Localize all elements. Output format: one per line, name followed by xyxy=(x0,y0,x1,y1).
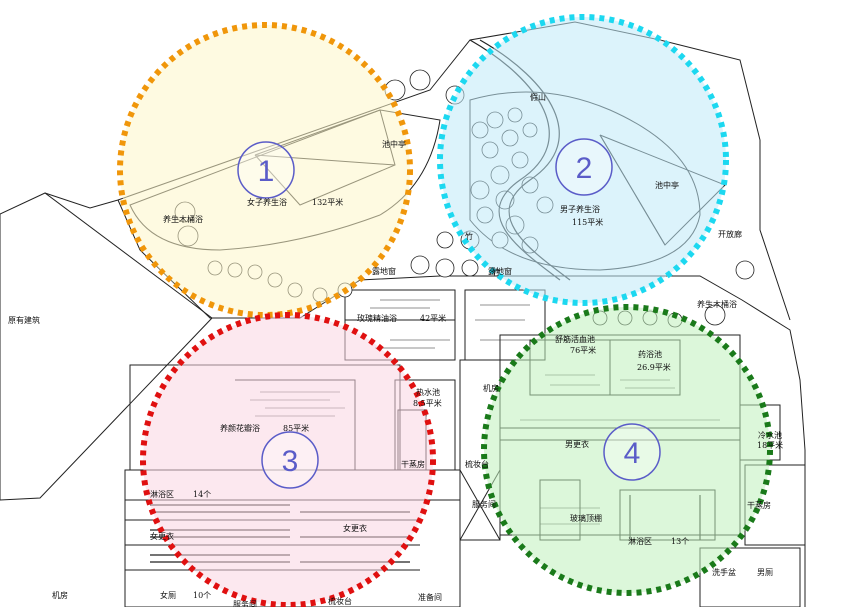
label-prep-room: 准备间 xyxy=(418,592,442,602)
label-glass-roof: 玻璃顶棚 xyxy=(570,513,602,523)
label-shower-count-1: 14个 xyxy=(193,490,211,499)
zone-1-border xyxy=(117,22,413,318)
label-muscle-pool-area: 76平米 xyxy=(570,345,596,355)
label-hot-water-area: 8.5平米 xyxy=(413,398,442,408)
label-shower-count-2: 13个 xyxy=(671,537,689,546)
zone-1-circle xyxy=(120,25,410,315)
zone-4-border xyxy=(481,304,773,596)
label-wash-basin: 洗手盆 xyxy=(712,567,736,577)
zone-2-circle xyxy=(440,17,726,303)
label-mens-toilet: 男厕 xyxy=(757,568,773,577)
label-shower-area-1: 淋浴区 xyxy=(150,489,174,499)
zone-3-border xyxy=(140,312,436,607)
label-mens-bath: 男子养生浴 xyxy=(560,204,600,214)
label-pool-pavilion-1: 池中亭 xyxy=(382,139,406,149)
label-mens-locker: 男更衣 xyxy=(565,439,589,449)
label-wood-bath-1: 养生木桶浴 xyxy=(163,214,203,224)
label-open-corridor: 开放廊 xyxy=(718,229,742,239)
label-service-room: 服务间 xyxy=(233,599,257,607)
label-terrace-2: 露地窗 xyxy=(488,266,512,276)
label-cold-pool-area: 18平米 xyxy=(757,440,783,450)
label-womens-toilet: 女厕 xyxy=(160,590,176,600)
label-bamboo-2: 竹 xyxy=(492,267,500,277)
label-herbal-pool: 药浴池 xyxy=(638,349,662,359)
zone-markers: 1 2 3 4 xyxy=(237,138,661,489)
zone-1-marker-ring xyxy=(237,141,295,199)
label-cold-pool: 冷水池 xyxy=(758,430,782,440)
zone-4-marker-ring xyxy=(603,423,661,481)
label-womens-bath: 女子养生浴 xyxy=(247,197,287,207)
label-shower-area-2: 淋浴区 xyxy=(628,536,652,546)
label-womens-locker-2: 女更衣 xyxy=(150,531,174,541)
zone-overlays xyxy=(117,14,773,607)
label-reception-1: 梳妆台 xyxy=(465,459,489,469)
zone-3-marker-ring xyxy=(261,431,319,489)
label-womens-locker: 女更衣 xyxy=(343,523,367,533)
label-existing-building: 原有建筑 xyxy=(8,315,40,325)
label-terrace-1: 露地窗 xyxy=(372,266,396,276)
label-bamboo-1: 竹 xyxy=(465,231,473,241)
label-hot-water-pool: 热水池 xyxy=(416,387,440,397)
label-mens-bath-area: 115平米 xyxy=(572,217,603,227)
label-womens-bath-area: 132平米 xyxy=(312,197,343,207)
label-flower-bath-area: 85平米 xyxy=(283,423,309,433)
label-machine-room-2: 机房 xyxy=(52,590,68,600)
label-dressing-table: 梳妆台 xyxy=(328,596,352,606)
label-sauna-2: 干蒸房 xyxy=(747,500,771,510)
zone-2-marker-ring xyxy=(555,138,613,196)
label-sauna-1: 干蒸房 xyxy=(401,459,425,469)
zone-1-marker: 1 xyxy=(258,155,275,188)
zone-4-circle xyxy=(484,307,770,593)
label-wood-bath-2: 养生木桶浴 xyxy=(697,299,737,309)
label-pool-pavilion-2: 池中亭 xyxy=(655,180,679,190)
zone-2-marker: 2 xyxy=(576,152,593,185)
label-muscle-pool: 舒筋活血池 xyxy=(555,334,595,344)
room-labels: 原有建筑 池中亭 养生木桶浴 女子养生浴 132平米 假山 池中亭 男子养生浴 … xyxy=(8,92,783,607)
label-flower-bath: 养颜花瓣浴 xyxy=(220,423,260,433)
label-machine-room-1: 机房 xyxy=(483,383,499,393)
label-herbal-pool-area: 26.9平米 xyxy=(637,362,671,372)
label-washroom-1: 服务间 xyxy=(472,499,496,509)
label-rose-oil-area: 42平米 xyxy=(420,313,446,323)
zone-2-border xyxy=(437,14,729,306)
zone-3-circle xyxy=(143,315,433,605)
label-rockery: 假山 xyxy=(530,92,546,102)
zone-4-marker: 4 xyxy=(624,437,641,470)
label-womens-toilet-count: 10个 xyxy=(193,591,211,600)
label-rose-oil-pool: 玫瑰精油浴 xyxy=(357,313,397,323)
existing-building-outline xyxy=(0,192,213,501)
zone-3-marker: 3 xyxy=(282,445,299,478)
